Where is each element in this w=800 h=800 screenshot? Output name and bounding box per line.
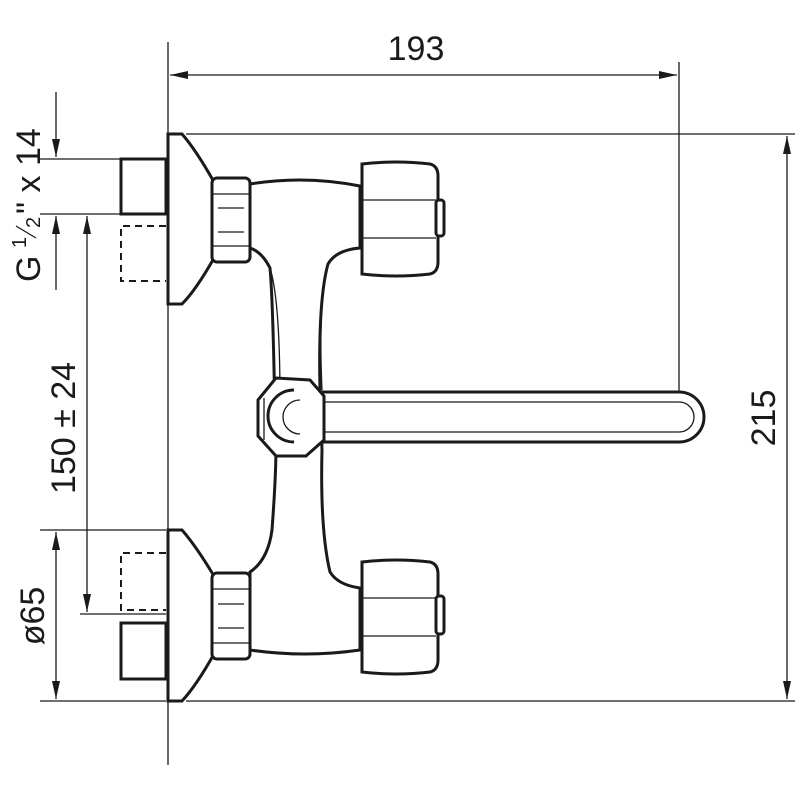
dimension-spacing-label: 150 ± 24 [45, 362, 83, 494]
dimension-spacing: 150 ± 24 [45, 216, 91, 612]
thread-label-prefix: G [10, 256, 48, 282]
rosette-bottom [166, 528, 216, 703]
inlet-bottom-dashed [120, 552, 166, 611]
dimension-width: 193 [170, 30, 677, 79]
rosette-top [166, 132, 216, 306]
dimension-height: 215 [745, 136, 791, 699]
spout-hex-nut [256, 376, 326, 458]
nut-bottom [210, 571, 252, 661]
spout [294, 390, 706, 444]
dimension-rosette-label: ø65 [14, 587, 52, 646]
handle-bottom [360, 558, 446, 676]
inlet-top-dashed [120, 225, 166, 282]
nut-top [210, 176, 252, 264]
svg-text:G: G [10, 256, 48, 282]
dimension-height-label: 215 [745, 390, 783, 447]
dimension-thread: G 1 2 " x 14 [9, 92, 60, 290]
thread-fraction-num: 1 [9, 237, 31, 248]
dimension-width-label: 193 [388, 30, 445, 68]
dimension-rosette: ø65 [14, 532, 60, 699]
inlet-bottom-solid [119, 621, 168, 681]
thread-fraction-den: 2 [23, 217, 45, 228]
handle-top [360, 160, 446, 278]
inlet-top-solid [119, 157, 168, 216]
thread-label-suffix: " x 14 [10, 128, 48, 214]
